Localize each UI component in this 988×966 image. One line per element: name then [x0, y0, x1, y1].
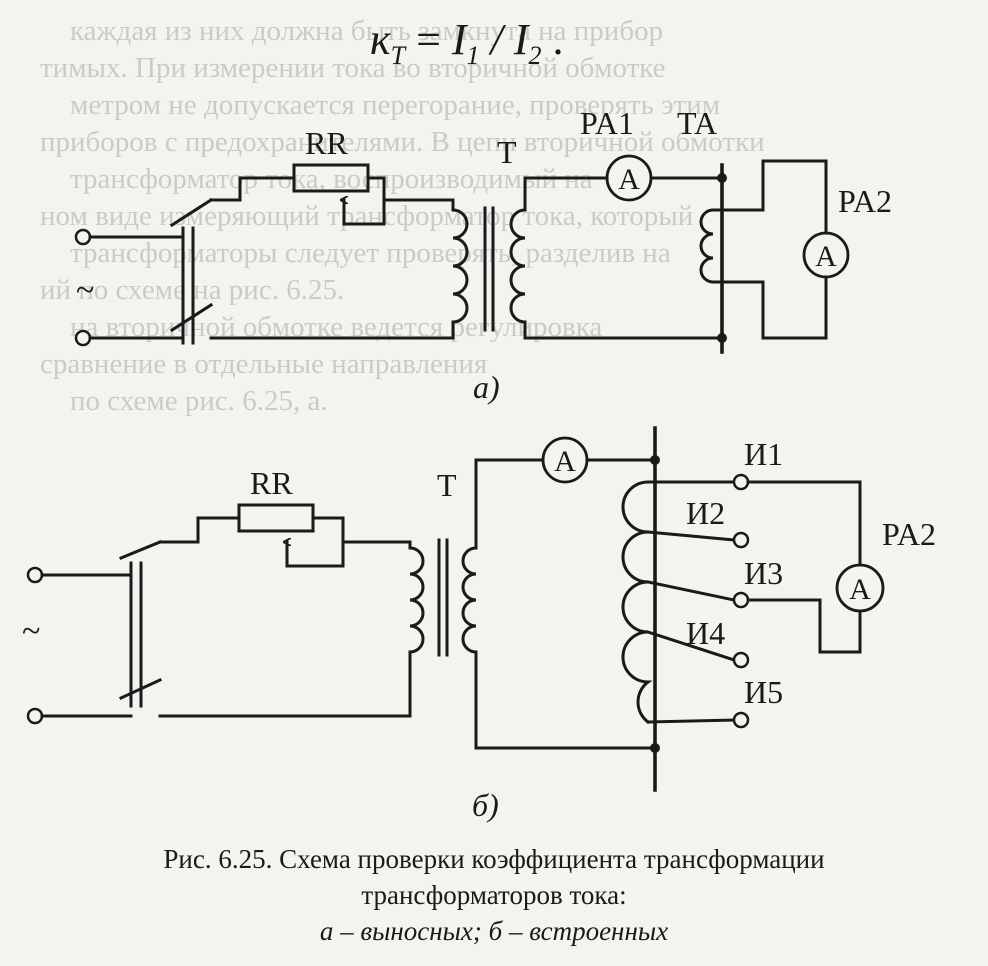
label-ta-a: TA [677, 105, 717, 141]
formula-dot: . [541, 15, 564, 64]
source-terminals-b [26, 566, 133, 725]
tap-label-1: И1 [744, 436, 783, 472]
tap-label-3: И3 [744, 555, 783, 591]
meter-letter-pa2-a: A [815, 240, 837, 273]
formula-k: к [370, 15, 391, 64]
formula-i1-sub: 1 [466, 40, 480, 70]
caption-line-1: Рис. 6.25. Схема проверки коэффициента т… [163, 844, 825, 874]
tap-label-2: И2 [686, 495, 725, 531]
formula-i2: I [513, 15, 529, 64]
meter-letter-pa1-a: A [618, 163, 640, 196]
tap-leads-b [646, 480, 736, 724]
label-t-a: T [497, 134, 517, 170]
ammeter-pa1-a [605, 154, 724, 202]
label-pa1-a: PA1 [580, 105, 634, 141]
ammeter-pa2-a [802, 231, 850, 279]
meter-letter-a-b: A [554, 445, 576, 478]
rheostat-b [196, 503, 345, 568]
ammeter-pa2-b [835, 563, 885, 613]
source-terminals-a [74, 228, 185, 347]
diagram-b [26, 426, 885, 792]
current-transformer-ta-a [699, 159, 828, 354]
formula-slash: / [479, 15, 514, 64]
caption-line-3: а – выносных; б – встроенных [319, 916, 669, 946]
switch-b [119, 540, 412, 718]
switch-a [169, 197, 242, 345]
tap-label-5: И5 [744, 674, 783, 710]
builtin-ct-b [621, 426, 660, 792]
tap-label-4: И4 [686, 615, 725, 651]
formula-k-sub: Т [390, 40, 406, 70]
label-rr-b: RR [250, 465, 293, 501]
label-t-b: T [437, 467, 457, 503]
label-pa2-a: PA2 [838, 183, 892, 219]
pa2-leads-b [746, 480, 862, 654]
meter-letter-pa2-b: A [849, 573, 871, 606]
diagram-a [74, 154, 850, 354]
tilde-b: ~ [22, 613, 40, 650]
tilde-a: ~ [76, 272, 94, 309]
ammeter-a-b [541, 436, 657, 484]
sub-label-a: а) [473, 369, 500, 405]
formula-i2-sub: 2 [528, 40, 542, 70]
transformer-t-a [238, 176, 724, 340]
transformer-t-b [341, 458, 657, 750]
formula-eq: = [405, 15, 452, 64]
formula-i1: I [451, 15, 467, 64]
formula: кТ = I1 / I2 . [370, 14, 563, 71]
rheostat-a [238, 163, 386, 226]
label-rr-a: RR [305, 125, 348, 161]
sub-label-b: б) [472, 787, 499, 823]
caption-line-2: трансформаторов тока: [361, 880, 627, 910]
label-pa2-b: PA2 [882, 516, 936, 552]
